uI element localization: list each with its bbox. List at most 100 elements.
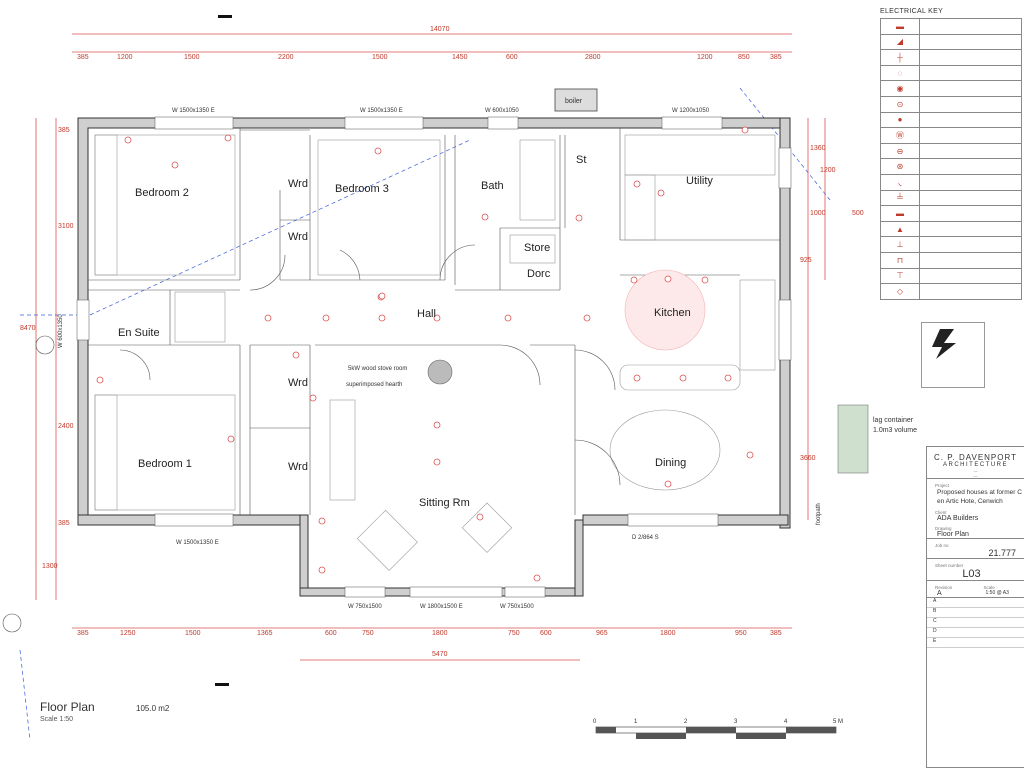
electrical-symbol-icon: ▲ xyxy=(880,220,920,238)
electrical-key-row: ◇ xyxy=(880,283,1022,300)
light-point-icon xyxy=(124,136,132,144)
room-wardrobe-1: Wrd xyxy=(288,178,308,190)
bottom-dimension-label: 385 xyxy=(770,630,782,637)
overall-bottom-dimension: 5470 xyxy=(432,651,448,658)
top-dimension-label: 1450 xyxy=(452,54,468,61)
light-point-icon xyxy=(633,180,641,188)
top-dimension-label: 1500 xyxy=(372,54,388,61)
room-dining: Dining xyxy=(655,457,686,469)
window-label: W 1500x1350 E xyxy=(176,540,219,546)
top-dimension-label: 2800 xyxy=(585,54,601,61)
top-dimension-label: 1200 xyxy=(697,54,713,61)
footpath-note: footpath xyxy=(816,503,822,525)
light-point-icon xyxy=(378,314,386,322)
room-hall: Hall xyxy=(417,308,436,320)
electrical-key-title: ELECTRICAL KEY xyxy=(880,8,944,15)
client-value: ADA Builders xyxy=(937,515,979,522)
scale-bar-label: 3 xyxy=(734,719,738,725)
top-dimension-label: 385 xyxy=(77,54,89,61)
electrical-key-description xyxy=(919,18,1022,35)
top-dimension-label: 2200 xyxy=(278,54,294,61)
electrical-symbol-icon: ┼ xyxy=(880,49,920,66)
scale-bar-label: 4 xyxy=(784,719,788,725)
drawing-title: Floor Plan xyxy=(40,700,95,714)
electrical-symbol-icon: ● xyxy=(880,111,920,129)
revision-row: A xyxy=(927,598,1024,608)
top-dimension-label: 600 xyxy=(506,54,518,61)
job-number: 21.777 xyxy=(988,548,1016,558)
electrical-symbol-icon: ▬ xyxy=(880,18,920,35)
electrical-symbol-icon: ⊥ xyxy=(880,236,920,253)
light-point-icon xyxy=(481,213,489,221)
sheet-number: L03 xyxy=(962,568,981,580)
window-label: W 750x1500 xyxy=(500,604,534,610)
electrical-symbol-icon: ◌ xyxy=(880,64,920,82)
company-logo xyxy=(921,322,985,388)
room-store: Store xyxy=(524,242,550,254)
electrical-symbol-icon: ⊛ xyxy=(880,158,920,175)
electrical-key-row: ⊖ xyxy=(880,142,1022,160)
light-point-icon xyxy=(746,451,754,459)
top-dimension-label: 850 xyxy=(738,54,750,61)
light-point-icon xyxy=(741,126,749,134)
bottom-dimension-label: 1500 xyxy=(185,630,201,637)
right-dim-0: 1360 xyxy=(810,145,826,152)
revision-value: A xyxy=(937,590,942,597)
electrical-key-description xyxy=(919,283,1022,300)
sheet-label: Sheet number xyxy=(935,563,964,568)
electrical-key-description xyxy=(919,111,1022,129)
light-point-icon xyxy=(309,394,317,402)
electrical-key-row: ┼ xyxy=(880,49,1022,66)
electrical-key-row: ◟ xyxy=(880,173,1022,191)
bottom-dimension-label: 600 xyxy=(325,630,337,637)
window-label: W 1200x1050 xyxy=(672,108,710,114)
electrical-key-description xyxy=(919,64,1022,82)
electrical-key-description xyxy=(919,251,1022,269)
electrical-symbol-icon: Ⓦ xyxy=(880,127,920,144)
electrical-key-description xyxy=(919,142,1022,160)
top-dimension-label: 385 xyxy=(770,54,782,61)
electrical-symbol-icon: ◉ xyxy=(880,80,920,97)
left-dim-1: 3100 xyxy=(58,223,74,230)
light-point-icon xyxy=(292,351,300,359)
light-point-icon xyxy=(724,374,732,382)
top-dimension-label: 1200 xyxy=(117,54,133,61)
room-st: St xyxy=(576,154,586,166)
light-point-icon xyxy=(575,214,583,222)
firm-subtitle: ARCHITECTURE xyxy=(942,462,1008,468)
left-dimension-line: 385 3100 8470 2400 385 1300 xyxy=(20,118,74,600)
electrical-symbol-icon: ⊖ xyxy=(880,142,920,160)
room-wardrobe-4: Wrd xyxy=(288,461,308,473)
electrical-key-row: Ⓦ xyxy=(880,127,1022,144)
bottom-dimension-label: 750 xyxy=(508,630,520,637)
firm-name: C. P. DAVENPORT xyxy=(933,453,1018,462)
room-bedroom-2: Bedroom 2 xyxy=(135,187,189,199)
window-label: W 750x1500 xyxy=(348,604,382,610)
scale-bar-label: 2 xyxy=(684,719,688,725)
drawing-scale: Scale 1:50 xyxy=(40,716,74,723)
scale-bar-label: 1 xyxy=(634,719,638,725)
electrical-symbol-icon: ╧ xyxy=(880,189,920,207)
light-point-icon xyxy=(374,147,382,155)
right-dim-1: 1000 xyxy=(810,210,826,217)
light-point-icon xyxy=(664,480,672,488)
electrical-key-row: ◌ xyxy=(880,64,1022,82)
revision-row: C xyxy=(927,618,1024,628)
room-utility: Utility xyxy=(686,175,713,187)
left-dim-2: 8470 xyxy=(20,325,36,332)
electrical-key-row: ⊤ xyxy=(880,267,1022,285)
light-point-icon xyxy=(701,276,709,284)
right-dim-2: 500 xyxy=(852,210,864,217)
right-dim-5: 3660 xyxy=(800,455,816,462)
lag-container-note: lag container xyxy=(873,417,914,424)
electrical-key-row: ▬ xyxy=(880,205,1022,222)
bottom-dimension-label: 965 xyxy=(596,630,608,637)
left-dim-5: 1300 xyxy=(42,563,58,570)
light-point-icon xyxy=(476,513,484,521)
electrical-key-description xyxy=(919,220,1022,238)
drawing-label: Drawing xyxy=(935,526,952,531)
job-label: Job no xyxy=(935,543,949,548)
bottom-dimension-label: 1250 xyxy=(120,630,136,637)
